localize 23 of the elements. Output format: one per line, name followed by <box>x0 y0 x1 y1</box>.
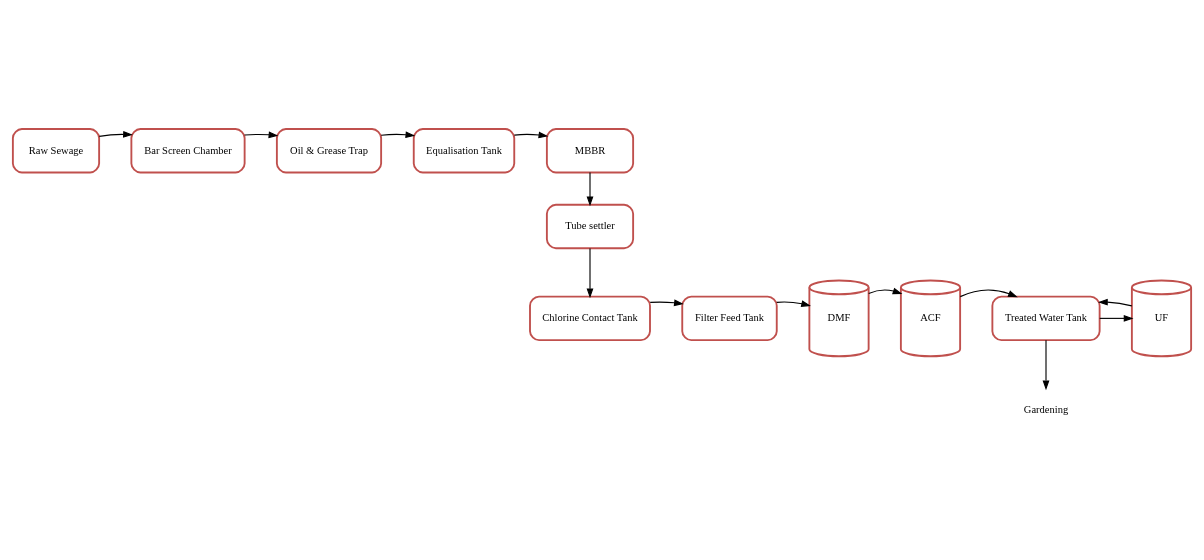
node-box: Oil & Grease Trap <box>275 127 383 173</box>
arrow <box>868 287 903 294</box>
node-box: Filter Feed Tank <box>681 295 778 341</box>
arrow <box>586 171 594 206</box>
arrow <box>1099 314 1134 322</box>
arrow <box>959 288 1018 297</box>
node-box: Raw Sewage <box>11 127 101 173</box>
node-box: Equalisation Tank <box>412 127 516 173</box>
arrow <box>1097 298 1133 306</box>
node-box: Treated Water Tank <box>991 295 1101 341</box>
arrow <box>513 131 549 138</box>
arrow <box>649 298 684 306</box>
arrow <box>586 247 594 298</box>
node-box: MBBR <box>545 127 635 173</box>
node-box: Tube settler <box>545 203 635 249</box>
node-box: Bar Screen Chamber <box>130 127 246 173</box>
arrow <box>776 299 811 307</box>
node-text: Gardening <box>1023 403 1069 415</box>
arrow <box>98 130 133 138</box>
arrow <box>244 130 279 138</box>
arrow <box>1042 339 1050 390</box>
node-box: Chlorine Contact Tank <box>529 295 651 341</box>
arrow <box>380 130 416 138</box>
